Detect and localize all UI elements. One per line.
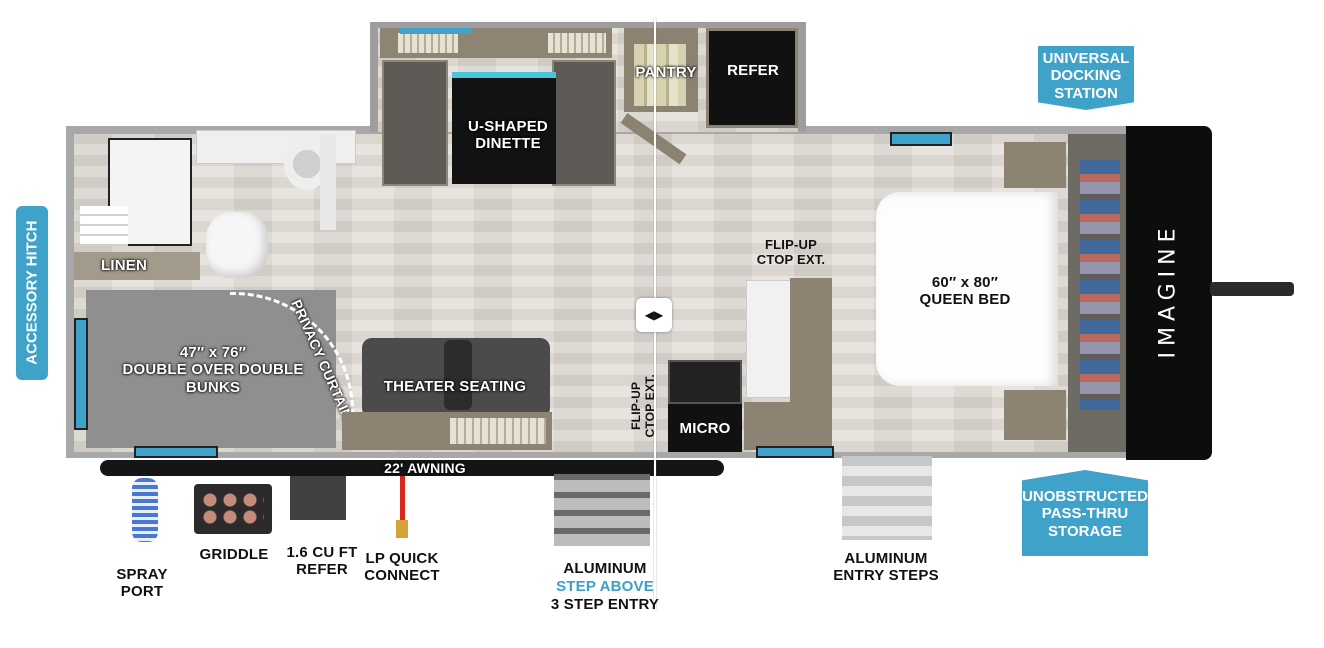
compare-handle[interactable]: ◀▶ (636, 298, 672, 332)
bedroom-wardrobe-bottom (1004, 390, 1066, 440)
aluminum-step-label-3: 3 STEP ENTRY (550, 596, 660, 613)
pantry-label: PANTRY (635, 64, 697, 81)
window-dinette (400, 28, 472, 34)
kitchen-counter (746, 280, 796, 398)
step-above-icon (554, 474, 650, 546)
queen-bed-label: 60″ x 80″ QUEEN BED (919, 274, 1011, 309)
dinette-label: U-SHAPED DINETTE (468, 118, 548, 153)
brand-logo: IMAGINE (1155, 222, 1181, 359)
awning-label: 22' AWNING (384, 460, 466, 476)
theater-seating-label: THEATER SEATING (383, 378, 527, 395)
window-bedroom (890, 132, 952, 146)
aluminum-step-label-2: STEP ABOVE (556, 578, 654, 595)
outdoor-refer-label: 1.6 CU FT REFER (286, 544, 358, 579)
entry-steps-icon (842, 456, 932, 540)
flip-up-ctop-ext-label: FLIP-UP CTOP EXT. (756, 237, 826, 267)
bedroom-wardrobe-top (1004, 142, 1066, 188)
kitchen-cabinet (790, 278, 832, 402)
spray-port-hose-icon (132, 478, 158, 542)
microwave (668, 404, 742, 452)
accessory-hitch-callout: ACCESSORY HITCH (16, 206, 48, 380)
window-bunk-bottom (134, 446, 218, 458)
griddle-label: GRIDDLE (199, 546, 269, 563)
lp-quick-connect-label: LP QUICK CONNECT (364, 550, 440, 585)
dinette-books (398, 33, 458, 53)
window-kitchen (756, 446, 834, 458)
linen-closet (74, 252, 200, 280)
stove (668, 360, 742, 404)
refer-label: REFER (727, 62, 779, 79)
theater-console (444, 340, 472, 410)
hitch-tongue (1210, 282, 1294, 296)
aluminum-step-label-1: ALUMINUM (563, 560, 647, 577)
queen-bed (876, 192, 1058, 386)
linen-label: LINEN (101, 257, 147, 274)
bath-wall (320, 134, 336, 230)
micro-label: MICRO (679, 420, 731, 437)
front-cap (1126, 126, 1212, 460)
refrigerator (706, 28, 798, 128)
bunk-window (74, 318, 88, 430)
dinette-seat-left (382, 60, 448, 186)
lp-hose-icon (400, 476, 405, 522)
kitchen-base-cabinet (744, 402, 832, 450)
spray-port-label: SPRAY PORT (116, 566, 168, 601)
toilet (206, 212, 268, 278)
awning (100, 460, 724, 476)
outdoor-refrigerator-icon (290, 476, 346, 520)
dinette-table-light (452, 72, 556, 78)
dinette-table (452, 72, 556, 184)
shower-steps (80, 206, 128, 246)
universal-docking-callout: UNIVERSAL DOCKING STATION (1038, 46, 1134, 110)
aluminum-entry-steps-label: ALUMINUM ENTRY STEPS (833, 550, 939, 585)
unobstructed-storage-callout: UNOBSTRUCTED PASS-THRU STORAGE (1022, 470, 1148, 556)
